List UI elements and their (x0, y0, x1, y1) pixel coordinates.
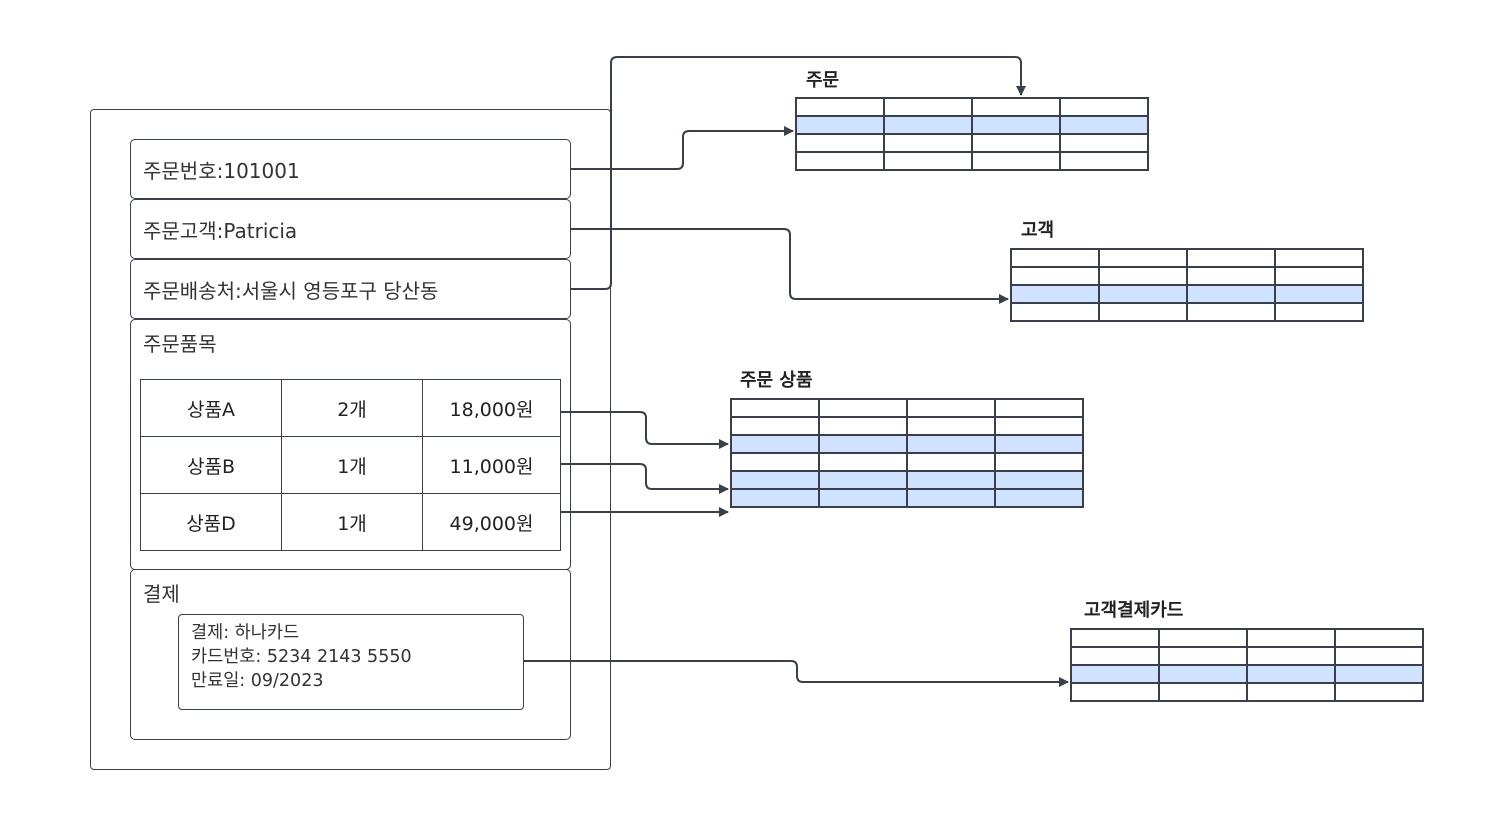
order-product-table-label: 주문 상품 (740, 370, 813, 391)
customer-entity-table (1010, 248, 1364, 322)
order-entity-table (795, 97, 1149, 171)
table-row (730, 416, 1084, 436)
expiry-date: 만료일: 09/2023 (191, 671, 324, 691)
table-row (1070, 628, 1424, 648)
order-number-field: 주문번호:101001 (130, 139, 571, 199)
order-items-table: 상품A 2개 18,000원 상품B 1개 11,000원 상품D 1개 49,… (140, 379, 561, 551)
item-price: 11,000원 (422, 436, 561, 494)
table-row (795, 133, 1149, 153)
order-table-label: 주문 (806, 70, 840, 91)
table-row (1010, 302, 1364, 322)
table-row-highlighted (1070, 664, 1424, 684)
item-product: 상품A (140, 379, 282, 437)
table-row (1010, 248, 1364, 268)
payment-title: 결제 (143, 582, 180, 606)
table-row (795, 151, 1149, 171)
table-row-highlighted (730, 470, 1084, 490)
payment-section (130, 569, 571, 740)
table-row-highlighted (730, 434, 1084, 454)
arrow-payment-to-customer-card (524, 660, 1069, 687)
customer-table-label: 고객 (1021, 220, 1055, 241)
table-row (730, 452, 1084, 472)
table-row: 상품D 1개 49,000원 (140, 493, 561, 551)
item-price: 18,000원 (422, 379, 561, 437)
payment-method: 결제: 하나카드 (191, 623, 300, 643)
item-price: 49,000원 (422, 493, 561, 551)
item-qty: 2개 (281, 379, 423, 437)
arrow-item-b-to-order-product (561, 463, 729, 494)
arrow-shipping-to-order (571, 56, 1026, 290)
table-row (1070, 682, 1424, 702)
table-row (1010, 266, 1364, 286)
table-row: 상품A 2개 18,000원 (140, 379, 561, 437)
item-qty: 1개 (281, 493, 423, 551)
order-customer-field: 주문고객:Patricia (130, 199, 571, 259)
table-row (1070, 646, 1424, 666)
customer-card-table-label: 고객결제카드 (1084, 600, 1184, 621)
table-row (795, 97, 1149, 117)
table-row-highlighted (1010, 284, 1364, 304)
arrow-order-number-to-order (571, 126, 794, 170)
item-product: 상품B (140, 436, 282, 494)
card-number: 카드번호: 5234 2143 5550 (191, 647, 412, 667)
table-row (730, 398, 1084, 418)
customer-card-entity-table (1070, 628, 1424, 702)
order-items-title: 주문품목 (143, 332, 217, 356)
table-row: 상품B 1개 11,000원 (140, 436, 561, 494)
table-row-highlighted (795, 115, 1149, 135)
payment-details-box: 결제: 하나카드 카드번호: 5234 2143 5550 만료일: 09/20… (178, 614, 524, 710)
arrow-customer-to-customer (571, 228, 1009, 304)
arrow-item-a-to-order-product (561, 411, 729, 449)
table-row-highlighted (730, 488, 1084, 508)
order-product-entity-table (730, 398, 1084, 508)
order-shipping-field: 주문배송처:서울시 영등포구 당산동 (130, 259, 571, 319)
item-qty: 1개 (281, 436, 423, 494)
